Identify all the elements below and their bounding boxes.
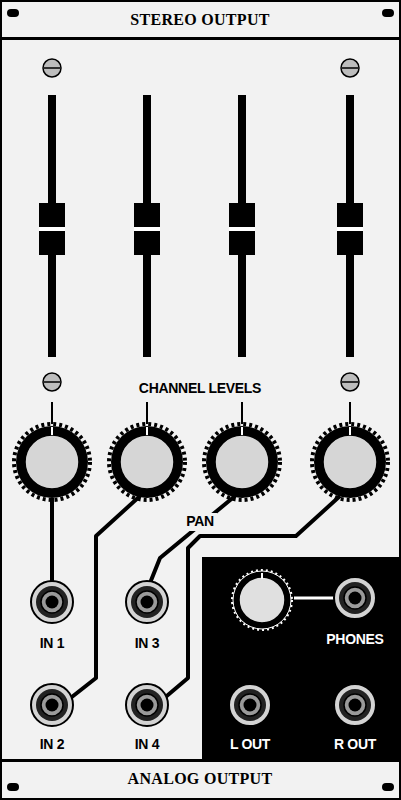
mount-hole [7,9,19,17]
mount-hole [382,783,394,791]
knob [14,424,388,500]
knob-tick [52,402,350,424]
jack-label: IN 4 [135,737,159,752]
band-line [0,37,401,40]
jack-label: IN 2 [40,737,64,752]
section-label: CHANNEL LEVELS [139,381,261,396]
pan-label: PAN [183,513,217,530]
mount-hole [7,783,19,791]
jack-label: R OUT [334,737,376,752]
jack [31,581,168,726]
output-section: PHONES L OUT R OUT [202,557,401,760]
slider [39,95,363,357]
output-panel-art [202,557,401,760]
mount-hole [382,9,394,17]
screw [43,59,359,391]
jack-label: L OUT [230,737,270,752]
jack-label: PHONES [326,632,383,647]
jack-label: IN 3 [135,636,159,651]
panel-caption: ANALOG OUTPUT [128,770,273,788]
jack-label: IN 1 [40,636,64,651]
panel-title: STEREO OUTPUT [130,11,270,29]
